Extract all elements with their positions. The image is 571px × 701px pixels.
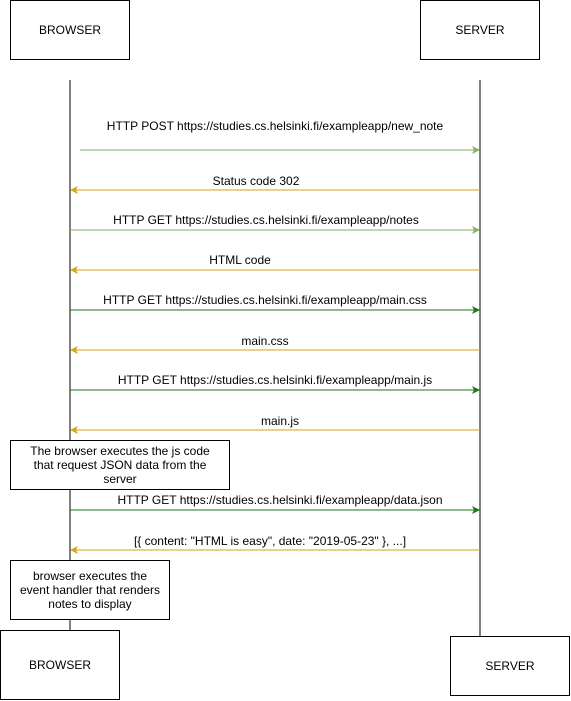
message-label-get-main-css: HTTP GET https://studies.cs.helsinki.fi/… [103,293,427,307]
note-executes-js-line-3: server [103,472,137,486]
note-executes-js-line-2: that request JSON data from the [33,458,207,472]
message-label-html-code: HTML code [209,253,271,267]
server-participant-top-label: SERVER [455,22,505,37]
server-participant-bottom-label: SERVER [485,658,535,673]
browser-participant-bottom: BROWSER [0,630,120,700]
message-label-get-notes: HTTP GET https://studies.cs.helsinki.fi/… [113,213,419,227]
note-renders-notes-line-3: notes to display [48,597,132,611]
server-participant-bottom: SERVER [450,636,570,696]
message-label-get-main-js: HTTP GET https://studies.cs.helsinki.fi/… [117,373,433,387]
note-renders-notes-line-2: event handler that renders [19,583,161,597]
message-label-get-data-json: HTTP GET https://studies.cs.helsinki.fi/… [117,493,443,507]
server-participant-top: SERVER [420,0,540,60]
message-label-new-note-post: HTTP POST https://studies.cs.helsinki.fi… [106,119,444,133]
message-label-json-response: [{ content: "HTML is easy", date: "2019-… [133,534,407,548]
note-renders-notes-line-1: browser executes the [32,569,148,583]
browser-participant-bottom-label: BROWSER [28,657,91,672]
message-label-main-js: main.js [260,414,300,428]
note-executes-js: The browser executes the js code that re… [10,440,230,490]
browser-participant-top: BROWSER [10,0,130,60]
note-executes-js-line-1: The browser executes the js code [30,444,210,458]
note-renders-notes: browser executes the event handler that … [10,560,170,620]
browser-participant-top-label: BROWSER [38,22,101,37]
message-label-status-302: Status code 302 [212,174,300,188]
message-label-main-css: main.css [241,334,289,348]
